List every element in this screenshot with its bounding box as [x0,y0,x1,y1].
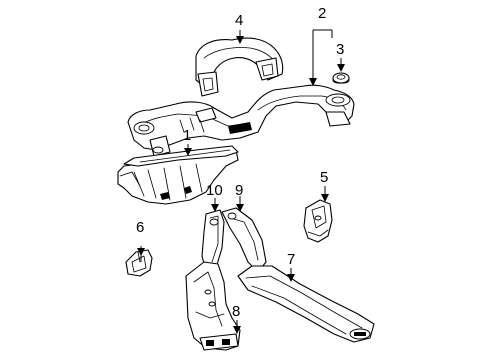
callout-7: 7 [287,251,295,268]
callout-9: 9 [235,182,243,199]
part-6-clip [125,249,153,277]
callout-3: 3 [336,41,344,58]
part-7-floor-duct [237,265,375,343]
callout-10: 10 [206,182,223,199]
part-4-duct [195,37,284,97]
callout-1: 1 [183,127,191,144]
part-10-rear-duct [201,209,225,273]
callout-labels: 4 2 3 1 5 10 9 6 7 8 [136,5,344,320]
part-8-lower-duct [185,261,241,351]
part-9-rear-duct [221,207,267,273]
callout-6: 6 [136,219,144,236]
part-1-center-duct [117,145,239,205]
callout-2: 2 [318,5,326,22]
part-3-grommet [332,72,350,84]
callout-4: 4 [235,12,243,29]
callout-8: 8 [232,303,240,320]
callout-leaders [137,29,345,334]
callout-5: 5 [320,169,328,186]
main-duct-assembly [127,84,355,157]
part-5-bracket [303,199,333,243]
